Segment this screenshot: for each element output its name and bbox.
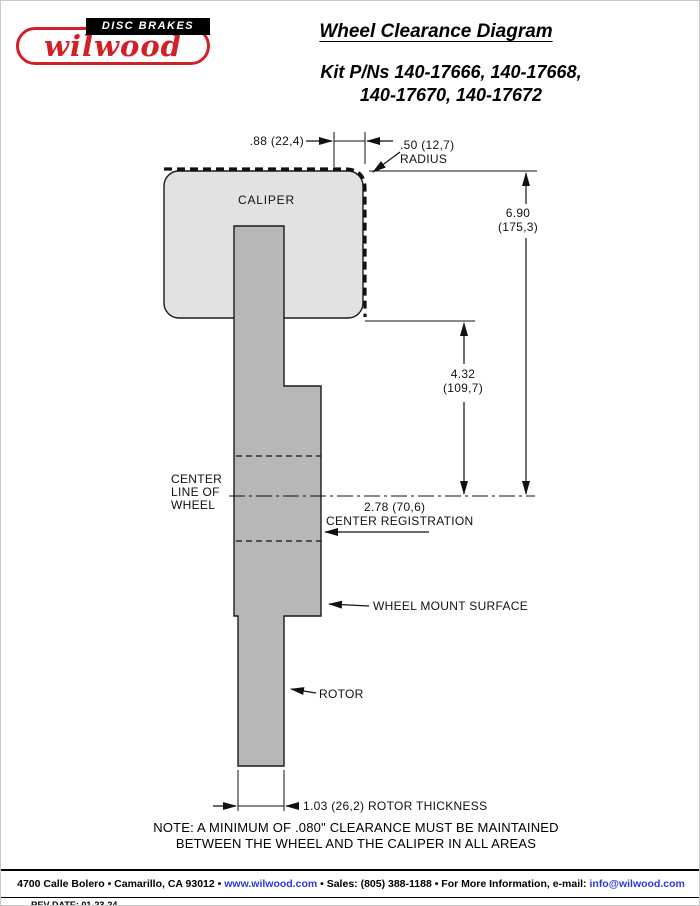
footer-address-part1: 4700 Calle Bolero • Camarillo, CA 93012 …: [17, 878, 225, 890]
dim-radius-value: .50 (12,7): [400, 138, 455, 152]
rev-date: REV DATE: 01-23-24: [31, 900, 118, 906]
kit-part-numbers: Kit P/Ns 140-17666, 140-17668, 140-17670…: [251, 61, 651, 107]
center-line-label-2: LINE OF: [171, 485, 220, 499]
footer-divider-bottom: [1, 897, 699, 898]
dim-radius-label: .50 (12,7) RADIUS: [400, 138, 454, 166]
dim-radius-word: RADIUS: [400, 152, 448, 166]
center-line-label: CENTER LINE OF WHEEL: [171, 473, 222, 512]
center-registration-value: 2.78 (70,6): [364, 500, 426, 514]
center-line-label-3: WHEEL: [171, 498, 216, 512]
dimension-lines: [213, 137, 530, 810]
wilwood-logo: DISC BRAKES wilwood: [16, 18, 210, 66]
website-link[interactable]: www.wilwood.com: [224, 878, 318, 890]
clearance-note: NOTE: A MINIMUM OF .080" CLEARANCE MUST …: [96, 820, 616, 852]
dim-mid-height-in: 4.32: [450, 367, 476, 381]
kit-part-numbers-line2: 140-17670, 140-17672: [359, 85, 543, 105]
footer-address-part2: • Sales: (805) 388-1188 • For More Infor…: [317, 878, 590, 890]
dim-total-height-mm: (175,3): [497, 220, 539, 234]
email-link[interactable]: info@wilwood.com: [589, 878, 685, 890]
dim-top-width-label: .88 (22,4): [249, 134, 304, 148]
rotor-label: ROTOR: [319, 687, 364, 701]
rotor-thickness-label: 1.03 (26,2) ROTOR THICKNESS: [303, 799, 488, 813]
disc-brakes-badge: DISC BRAKES: [86, 18, 210, 35]
leader-wheel-mount-surface: [328, 600, 370, 609]
wheel-clearance-dashed-line: [164, 167, 367, 317]
clearance-note-line1: NOTE: A MINIMUM OF .080" CLEARANCE MUST …: [153, 820, 559, 835]
leader-radius: [372, 151, 401, 173]
page-title: Wheel Clearance Diagram: [319, 21, 553, 42]
center-registration-label: CENTER REGISTRATION: [326, 514, 474, 528]
extension-lines: [237, 132, 537, 811]
kit-part-numbers-line1: Kit P/Ns 140-17666, 140-17668,: [320, 62, 582, 82]
dim-mid-height-mm: (109,7): [442, 381, 484, 395]
wheel-mount-surface-label: WHEEL MOUNT SURFACE: [373, 599, 529, 613]
leader-rotor: [290, 687, 317, 696]
footer-divider-top: [1, 869, 699, 871]
clearance-note-line2: BETWEEN THE WHEEL AND THE CALIPER IN ALL…: [175, 836, 537, 851]
dim-mid-height-label: 4.32 (109,7): [430, 367, 496, 395]
caliper-label: CALIPER: [238, 193, 295, 207]
footer-address: 4700 Calle Bolero • Camarillo, CA 93012 …: [1, 877, 699, 891]
dim-total-height-in: 6.90: [505, 206, 531, 220]
dim-total-height-label: 6.90 (175,3): [487, 206, 549, 234]
center-line-label-1: CENTER: [171, 472, 223, 486]
